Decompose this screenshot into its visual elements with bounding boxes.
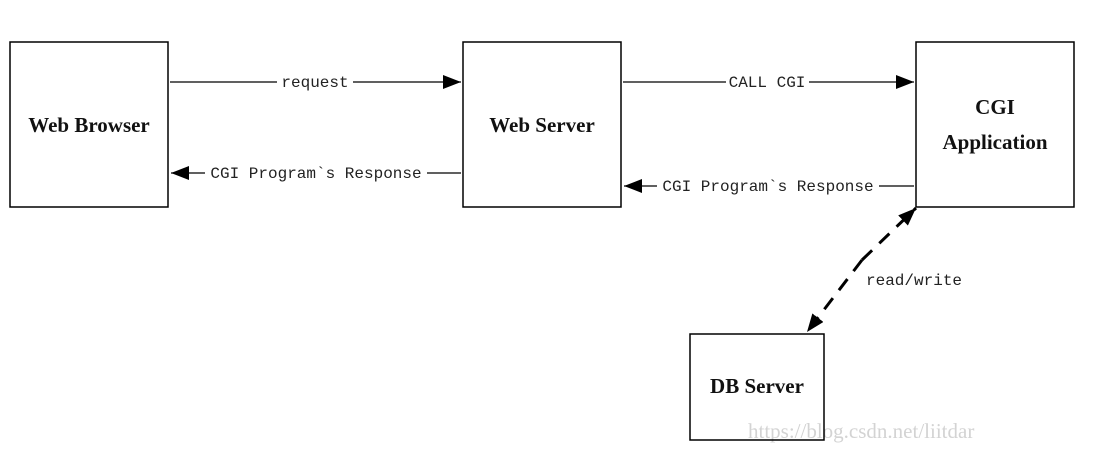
web-server-node: Web Server [462,41,622,208]
cgi-application-box [915,41,1075,208]
response-to-server-edge: CGI Program`s Response [624,178,914,196]
read-write-arrow-down [805,259,864,333]
web-browser-label: Web Browser [28,113,150,137]
request-edge: request [170,74,461,92]
response-to-browser-edge: CGI Program`s Response [171,165,461,183]
cgi-application-label-line1: CGI [975,95,1015,119]
db-server-node: DB Server [689,333,825,441]
db-server-label: DB Server [710,374,804,398]
request-label: request [281,74,348,92]
watermark-text: https://blog.csdn.net/liitdar [748,419,974,443]
db-server-box [689,333,825,441]
response-to-browser-label: CGI Program`s Response [210,165,421,183]
web-server-label: Web Server [489,113,595,137]
call-cgi-edge: CALL CGI [623,74,914,92]
read-write-label: read/write [866,272,962,290]
cgi-application-node: CGI Application [915,41,1075,208]
web-browser-box [9,41,169,208]
read-write-edge: read/write [805,206,962,333]
web-server-box [462,41,622,208]
read-write-arrow-up [860,206,918,262]
call-cgi-label: CALL CGI [729,74,806,92]
cgi-application-label-line2: Application [942,130,1047,154]
web-browser-node: Web Browser [9,41,169,208]
response-to-server-label: CGI Program`s Response [662,178,873,196]
